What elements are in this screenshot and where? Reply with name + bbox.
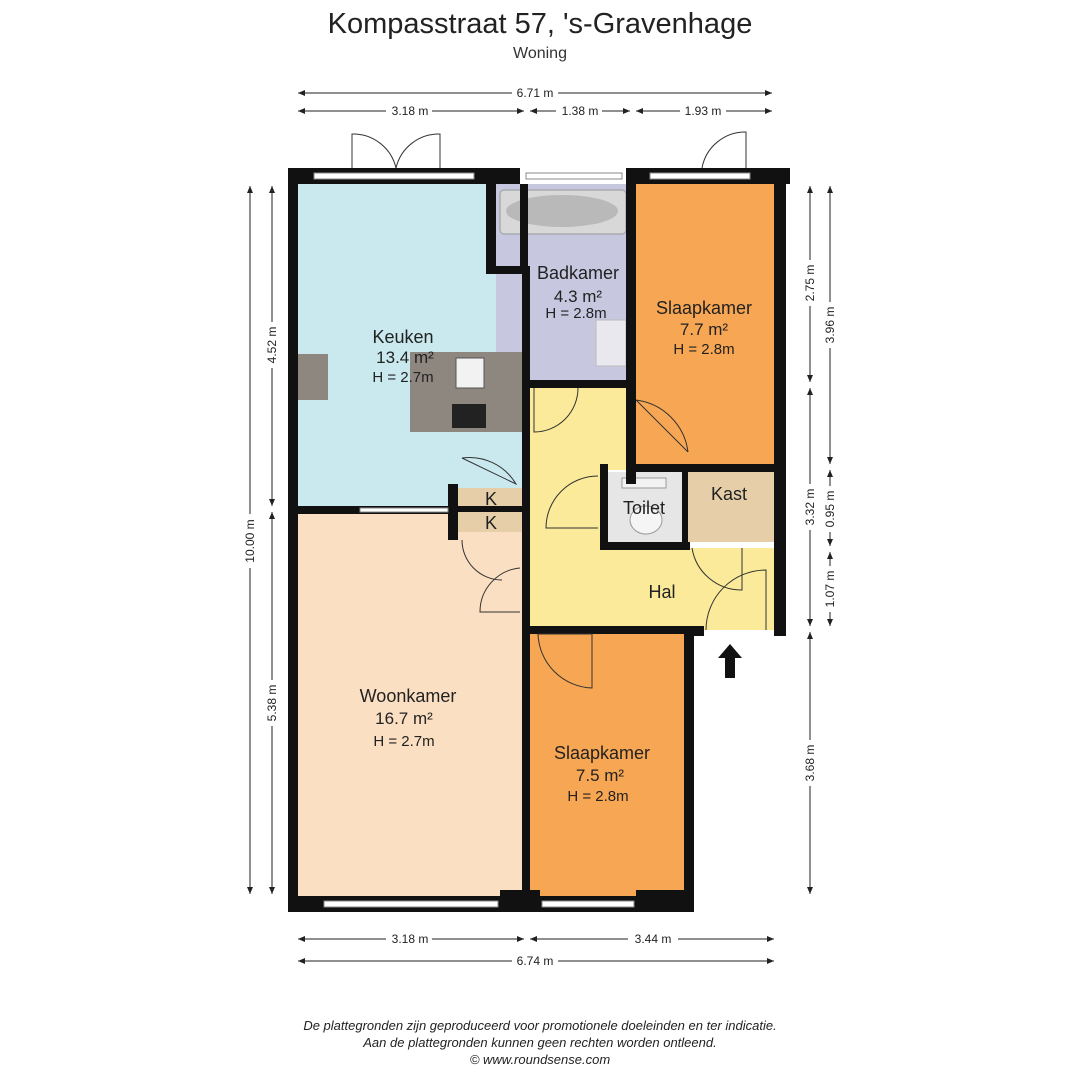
- label-badkamer-area: 4.3 m²: [554, 287, 603, 306]
- plan-title: Kompasstraat 57, 's-Gravenhage: [327, 8, 753, 40]
- bathtub-basin: [506, 195, 618, 227]
- label-kast: Kast: [711, 484, 747, 504]
- dim-right-6: 3.68 m: [803, 745, 817, 782]
- plan-subtitle: Woning: [513, 45, 567, 62]
- label-woonkamer-area: 16.7 m²: [375, 709, 433, 728]
- toilet-bowl: [629, 505, 663, 535]
- room-kast: [686, 472, 776, 542]
- dim-top-1: 3.18 m: [392, 104, 429, 118]
- dim-left-total: 10.00 m: [243, 519, 257, 562]
- entrance-arrow-icon: [718, 644, 742, 678]
- label-woonkamer-name: Woonkamer: [360, 686, 457, 706]
- label-keuken-name: Keuken: [372, 327, 433, 347]
- kitchen-sink: [455, 357, 485, 389]
- windows: [313, 172, 751, 908]
- label-badkamer-name: Badkamer: [537, 263, 619, 283]
- label-closet-k1: K: [485, 489, 497, 509]
- disclaimer-line-2: Aan de plattegronden kunnen geen rechten…: [363, 1035, 717, 1050]
- doors: [351, 131, 767, 689]
- room-slaapkamer-2: [530, 630, 684, 896]
- label-woonkamer-height: H = 2.7m: [373, 733, 434, 750]
- kitchen-stove: [452, 404, 486, 428]
- dim-right-5: 1.07 m: [823, 571, 837, 608]
- dim-top-3: 1.93 m: [685, 104, 722, 118]
- label-slaapkamer2-height: H = 2.8m: [567, 788, 628, 805]
- bathroom-sink: [595, 319, 627, 367]
- label-slaapkamer2-area: 7.5 m²: [576, 766, 625, 785]
- label-keuken-height: H = 2.7m: [372, 369, 433, 386]
- closet-k1: [458, 488, 524, 508]
- label-keuken-area: 13.4 m²: [376, 348, 434, 367]
- room-hal: [530, 384, 776, 630]
- dim-top-2: 1.38 m: [562, 104, 599, 118]
- kitchen-table: [298, 354, 328, 400]
- label-closet-k2: K: [485, 513, 497, 533]
- dim-bottom-2: 3.44 m: [635, 932, 672, 946]
- dim-left-1: 4.52 m: [265, 327, 279, 364]
- room-woonkamer: [296, 510, 526, 896]
- label-hal: Hal: [648, 582, 675, 602]
- dim-bottom-1: 3.18 m: [392, 932, 429, 946]
- label-slaapkamer1-height: H = 2.8m: [673, 341, 734, 358]
- dim-top-total: 6.71 m: [517, 86, 554, 100]
- dim-right-3: 3.32 m: [803, 489, 817, 526]
- dim-right-1: 2.75 m: [803, 265, 817, 302]
- room-slaapkamer-1: [634, 184, 776, 468]
- disclaimer-line-1: De plattegronden zijn geproduceerd voor …: [303, 1018, 777, 1033]
- label-slaapkamer2-name: Slaapkamer: [554, 743, 650, 763]
- dimension-label-backgrounds: [243, 86, 837, 968]
- label-badkamer-height: H = 2.8m: [545, 305, 606, 322]
- dim-right-4: 0.95 m: [823, 491, 837, 528]
- disclaimer: De plattegronden zijn geproduceerd voor …: [0, 1017, 1080, 1068]
- toilet-fixture: [621, 477, 667, 489]
- label-slaapkamer1-area: 7.7 m²: [680, 320, 729, 339]
- label-toilet: Toilet: [623, 498, 665, 518]
- dim-left-2: 5.38 m: [265, 685, 279, 722]
- dim-bottom-total: 6.74 m: [517, 954, 554, 968]
- dim-right-2: 3.96 m: [823, 307, 837, 344]
- label-slaapkamer1-name: Slaapkamer: [656, 298, 752, 318]
- copyright-link[interactable]: © www.roundsense.com: [469, 1052, 611, 1067]
- closet-k2: [458, 512, 524, 532]
